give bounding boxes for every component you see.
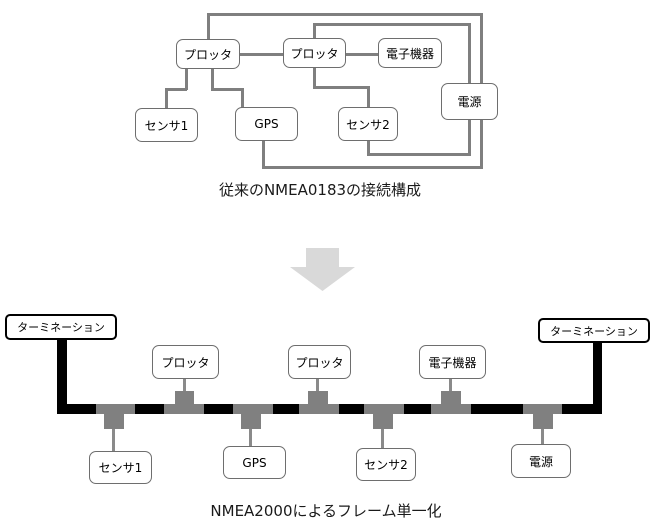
node-electronics: 電子機器 [378, 38, 442, 68]
node-label: GPS [254, 117, 279, 131]
n2k-node-sensor-1: センサ1 [89, 451, 152, 484]
tee-connector-sensor1 [96, 404, 135, 414]
n2k-node-plotter-1: プロッタ [152, 345, 219, 379]
node-label: センサ1 [98, 461, 143, 475]
node-label: センサ1 [144, 118, 189, 133]
tee-connector-power [523, 404, 562, 414]
n2k-node-gps: GPS [223, 446, 286, 479]
backbone-left-riser [57, 338, 67, 414]
drop-cable-gps [249, 429, 252, 446]
termination-left: ターミネーション [5, 314, 117, 340]
n2k-node-plotter-2: プロッタ [288, 345, 351, 379]
wire-plotter-plotter [240, 53, 284, 56]
wire-outer-top [207, 13, 483, 16]
drop-cable-sensor1 [112, 429, 115, 451]
node-label: プロッタ [290, 46, 339, 61]
drop-cable-plotter1 [183, 379, 186, 391]
node-plotter-1: プロッタ [176, 39, 240, 69]
drop-cable-electronics [449, 379, 452, 391]
tee-stem-sensor2 [373, 414, 393, 429]
wire-outer-left-drop [207, 13, 210, 40]
wire-sensor2-c [367, 86, 370, 108]
nmea2000-caption: NMEA2000によるフレーム単一化 [210, 502, 442, 520]
tee-connector-electronics [431, 404, 471, 414]
n2k-node-power: 電源 [511, 444, 571, 478]
wire-inner-left-drop [313, 23, 316, 39]
node-power: 電源 [441, 83, 498, 120]
tee-connector-plotter2 [299, 404, 339, 414]
wire-gps-power-b [262, 166, 483, 169]
wire-sensor2-b [313, 86, 369, 89]
wire-sensor2-a [313, 68, 316, 88]
termination-label: ターミネーション [550, 324, 638, 338]
tee-connector-gps [233, 404, 273, 414]
wire-gps-b [211, 88, 243, 91]
tee-stem-gps [241, 414, 261, 429]
node-label: 電子機器 [385, 46, 434, 61]
wire-gps-power-a [262, 141, 265, 169]
wire-gps-a [211, 69, 214, 90]
node-plotter-2: プロッタ [283, 38, 346, 68]
tee-stem-power [533, 414, 553, 429]
node-label: プロッタ [183, 47, 232, 62]
drop-cable-power [541, 429, 544, 444]
backbone-right-riser [593, 342, 602, 414]
wire-inner-right [468, 23, 471, 84]
tee-stem-plotter2 [308, 391, 328, 404]
wire-sensor2-power-a [367, 141, 370, 156]
wire-sensor2-power-b [367, 153, 471, 156]
wire-sensor1-c [165, 88, 168, 108]
wire-plotter-electronics [346, 53, 379, 56]
node-label: 電子機器 [428, 355, 477, 370]
node-label: GPS [242, 455, 267, 470]
tee-connector-sensor2 [364, 404, 404, 414]
node-sensor-2: センサ2 [338, 107, 398, 141]
wire-sensor1-b [165, 88, 187, 91]
n2k-node-sensor-2: センサ2 [356, 448, 416, 481]
tee-stem-sensor1 [104, 414, 124, 429]
tee-stem-electronics [441, 391, 461, 404]
node-label: センサ2 [364, 458, 408, 472]
wire-power-down [468, 120, 471, 156]
node-label: 電源 [528, 454, 553, 469]
node-label: プロッタ [161, 355, 210, 370]
termination-label: ターミネーション [17, 321, 105, 334]
nmea0183-caption: 従来のNMEA0183の接続構成 [218, 181, 422, 199]
tee-connector-plotter1 [164, 404, 204, 414]
down-arrow-icon [290, 248, 355, 291]
node-sensor-1: センサ1 [135, 108, 198, 142]
drop-cable-sensor2 [381, 429, 384, 448]
node-gps: GPS [235, 107, 298, 141]
node-label: プロッタ [295, 355, 344, 370]
node-label: 電源 [457, 95, 482, 109]
wire-sensor1-a [185, 69, 188, 90]
drop-cable-plotter2 [316, 379, 319, 391]
wire-inner-top [313, 23, 471, 26]
n2k-node-electronics: 電子機器 [419, 345, 486, 379]
termination-right: ターミネーション [538, 318, 650, 343]
node-label: センサ2 [346, 117, 390, 132]
wire-gps-c [241, 88, 244, 108]
tee-stem-plotter1 [175, 391, 194, 404]
